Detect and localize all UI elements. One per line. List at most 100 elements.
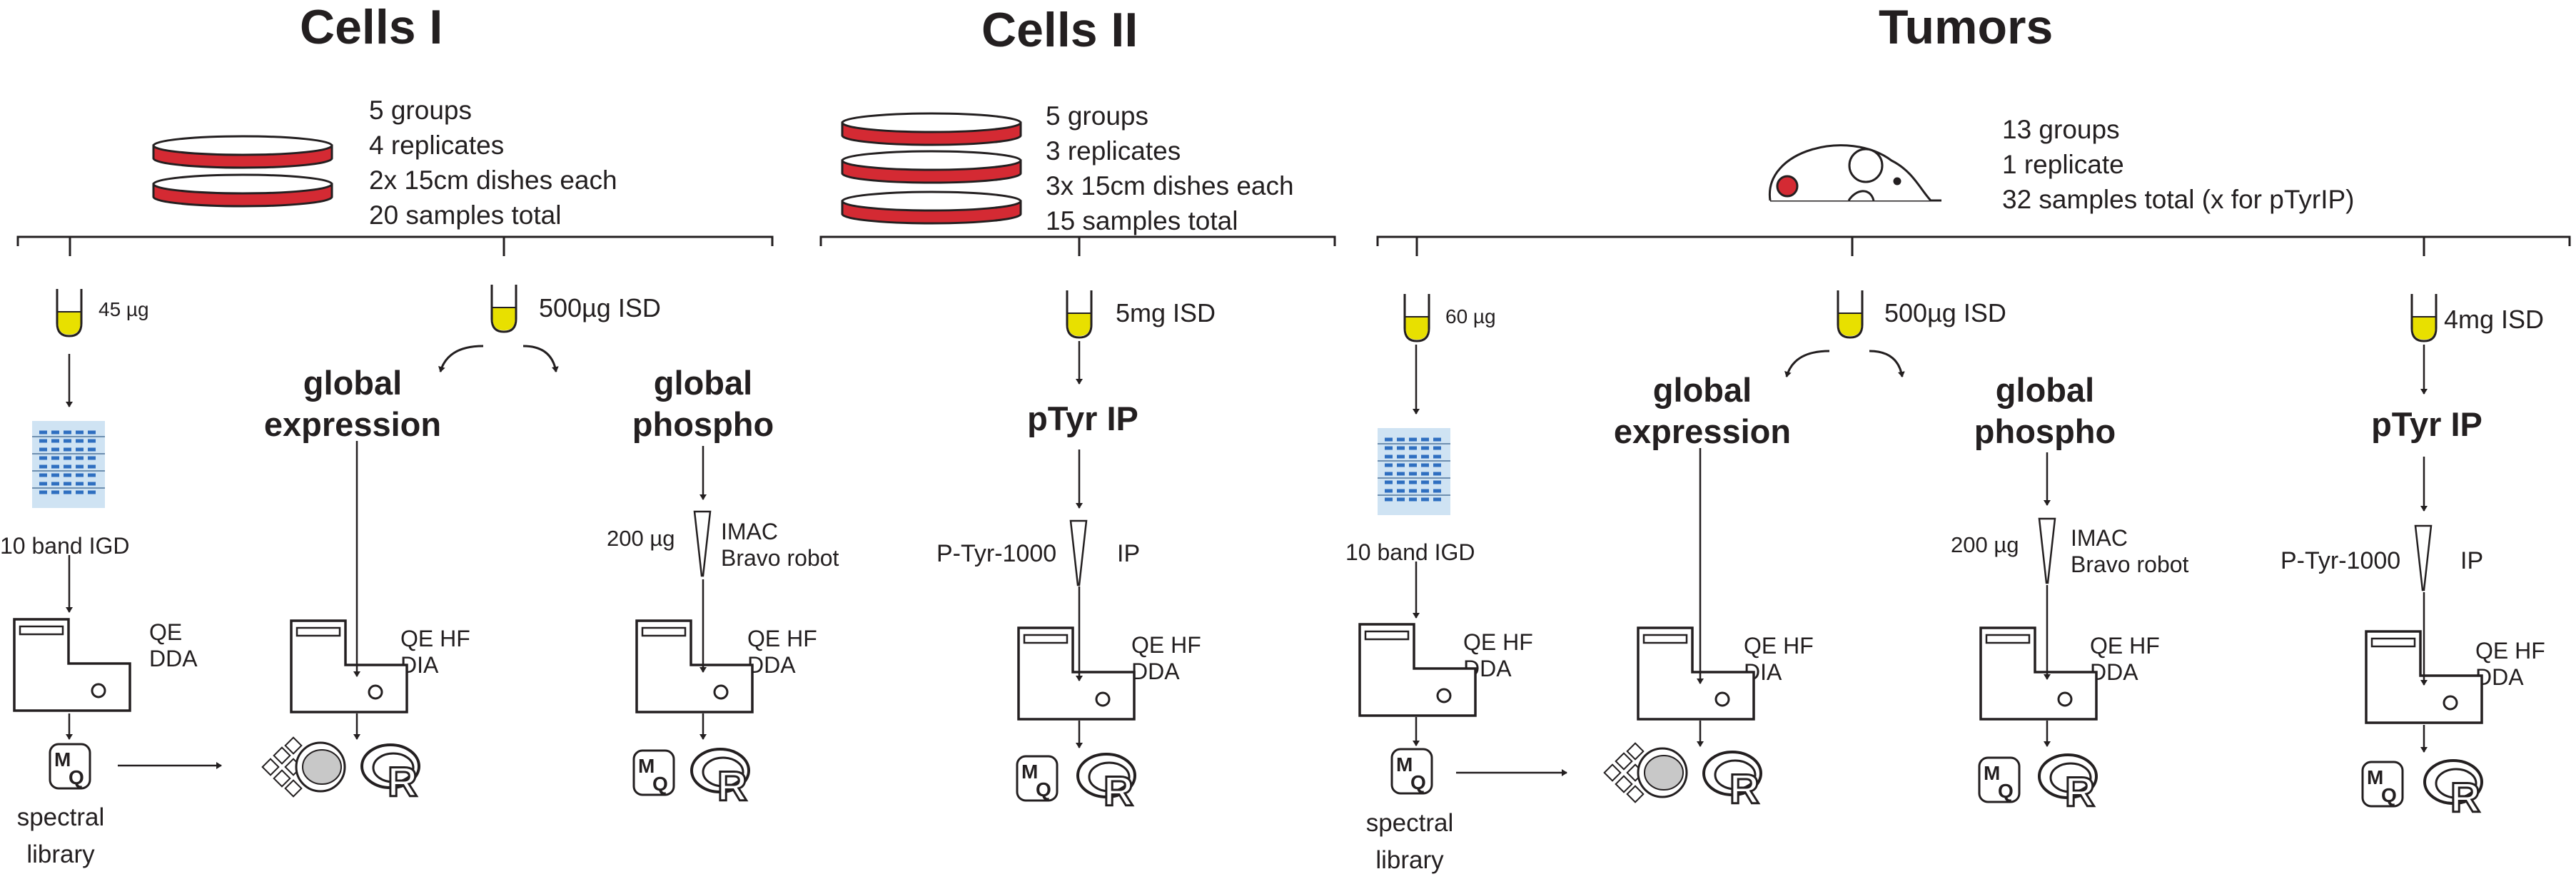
- cells-1-dishes: 2x 15cm dishes each: [369, 166, 617, 195]
- cells-1-samples: 20 samples total: [369, 200, 562, 230]
- cells-2-ms-label: QE HF DDA: [1131, 632, 1201, 685]
- cells-1-imac-amount: 200 µg: [607, 526, 675, 551]
- cells-1-imac-line-1: IMAC: [721, 519, 778, 544]
- cells-2-dish-stack: [841, 112, 1022, 225]
- cells-1-ms-phospho-line-1: QE HF: [747, 626, 817, 651]
- tumors-global-expression-line-2: expression: [1613, 412, 1792, 450]
- tumors-imac-label: IMAC Bravo robot: [2071, 525, 2188, 578]
- tumors-imac-amount: 200 µg: [1951, 532, 2019, 557]
- cells-2-r-icon: [1076, 753, 1136, 816]
- tumors-spectral-library-label: spectral library: [1349, 805, 1470, 879]
- tumors-ip-label: IP: [2460, 547, 2484, 574]
- tumors-ms-expression-line-1: QE HF: [1744, 633, 1814, 659]
- cells-2-samples: 15 samples total: [1046, 206, 1238, 235]
- tumors-ms-phospho-icon: [1979, 626, 2098, 721]
- cells-1-ms-gel-label: QE DDA: [149, 619, 198, 672]
- cells-2-dishes: 3x 15cm dishes each: [1046, 171, 1294, 200]
- tumors-global-phospho-label: global phospho: [1945, 370, 2145, 452]
- cells-1-imac-line-2: Bravo robot: [721, 545, 839, 571]
- cells-2-ip-label: IP: [1117, 540, 1141, 567]
- mouse-icon: [1769, 144, 1941, 202]
- cells-1-gel-tube-icon: [56, 288, 83, 337]
- tumors-ms-gel-icon: [1358, 623, 1477, 717]
- cells-2-maxquant-icon: [1016, 755, 1059, 802]
- cells-1-ms-expression-line-1: QE HF: [400, 626, 470, 651]
- section-title-cells-1: Cells I: [300, 0, 443, 54]
- cells-1-groups: 5 groups: [369, 96, 472, 125]
- tumors-spectral-library-line-2: library: [1375, 846, 1444, 874]
- tumors-gel-tube-icon: [1403, 293, 1430, 342]
- cells-1-global-phospho-line-2: phospho: [632, 405, 774, 443]
- cells-2-tube-icon: [1066, 289, 1093, 339]
- cells-1-ms-phospho-icon: [635, 619, 754, 713]
- tumors-gel-label: 10 band IGD: [1345, 539, 1475, 565]
- tumors-ptyr-ip-label: pTyr IP: [2371, 405, 2482, 443]
- tumors-ms-ip-line-2: DDA: [2475, 664, 2524, 690]
- cells-1-spectral-library-label: spectral library: [0, 799, 121, 873]
- cells-2-antibody-label: P-Tyr-1000: [936, 540, 1057, 567]
- cells-1-imac-tip-icon: [693, 510, 712, 577]
- tumors-global-phospho-line-1: global: [1995, 371, 2095, 409]
- tumors-ip-tube-icon: [2410, 293, 2438, 342]
- tumors-experiment-info: 13 groups 1 replicate 32 samples total (…: [2002, 112, 2355, 217]
- cells-2-experiment-info: 5 groups 3 replicates 3x 15cm dishes eac…: [1046, 98, 1294, 238]
- cells-1-gel-icon: [32, 421, 105, 508]
- tumors-phospho-maxquant-icon: [1978, 756, 2021, 803]
- tumors-ip-r-icon: [2423, 759, 2483, 823]
- tumors-groups: 13 groups: [2002, 115, 2120, 144]
- tumors-ms-phospho-line-2: DDA: [2090, 659, 2138, 685]
- cells-1-dish-stack: [152, 135, 333, 208]
- tumors-ms-phospho-line-1: QE HF: [2090, 633, 2160, 659]
- section-title-tumors: Tumors: [1879, 0, 2054, 54]
- cells-1-experiment-info: 5 groups 4 replicates 2x 15cm dishes eac…: [369, 93, 617, 233]
- cells-1-ms-phospho-label: QE HF DDA: [747, 626, 817, 679]
- tumors-phospho-r-icon: [2038, 753, 2098, 817]
- cells-1-isd-tube-icon: [490, 283, 517, 333]
- cells-1-replicates: 4 replicates: [369, 131, 505, 160]
- tumors-global-expression-line-1: global: [1652, 371, 1752, 409]
- tumors-global-expression-label: global expression: [1602, 370, 1802, 452]
- cells-1-ms-phospho-line-2: DDA: [747, 652, 796, 678]
- tumors-samples: 32 samples total (x for pTyrIP): [2002, 185, 2355, 214]
- cells-1-spectral-library-line-2: library: [26, 840, 95, 868]
- tumors-ms-ip-label: QE HF DDA: [2475, 638, 2545, 691]
- section-title-cells-2: Cells II: [981, 3, 1138, 57]
- cells-1-gel-label: 10 band IGD: [0, 533, 130, 559]
- cells-1-phospho-maxquant-icon: [632, 749, 675, 796]
- cells-2-amount-isd: 5mg ISD: [1116, 298, 1216, 327]
- tumors-amount-ip: 4mg ISD: [2444, 305, 2545, 334]
- cells-1-global-expression-label: global expression: [253, 362, 453, 445]
- tumors-antibody-label: P-Tyr-1000: [2280, 547, 2401, 574]
- cells-2-ms-line-1: QE HF: [1131, 632, 1201, 658]
- cells-1-ms-expression-label: QE HF DIA: [400, 626, 470, 679]
- tumors-amount-gel: 60 µg: [1445, 305, 1496, 327]
- cells-1-phospho-r-icon: [690, 748, 750, 811]
- cells-2-ptyr-ip-label: pTyr IP: [1027, 400, 1138, 437]
- cells-1-global-expression-line-2: expression: [263, 405, 442, 443]
- cells-1-split-arrow-icon: [440, 346, 556, 372]
- cells-1-spectral-library-line-1: spectral: [16, 803, 105, 831]
- cells-1-global-expression-line-1: global: [303, 364, 403, 402]
- tumors-imac-line-1: IMAC: [2071, 525, 2128, 551]
- cells-1-ms-gel-icon: [13, 618, 131, 712]
- tumors-maxquant-library-icon: [1390, 748, 1433, 795]
- tumors-expression-r-icon: [1702, 751, 1762, 814]
- cells-1-imac-label: IMAC Bravo robot: [721, 519, 839, 571]
- cells-1-global-phospho-line-1: global: [653, 364, 753, 402]
- tumors-global-phospho-line-2: phospho: [1974, 412, 2116, 450]
- tumors-isd-tube-icon: [1837, 289, 1864, 339]
- tumors-gel-icon: [1378, 428, 1450, 515]
- tumors-imac-tip-icon: [2038, 517, 2056, 584]
- tumors-ms-phospho-label: QE HF DDA: [2090, 633, 2160, 686]
- flow-arrows: [66, 341, 2428, 776]
- tumors-imac-line-2: Bravo robot: [2071, 552, 2189, 577]
- tumors-ip-tip-icon: [2414, 524, 2433, 591]
- section-brackets: [16, 235, 2571, 256]
- tumors-split-arrow-icon: [1787, 351, 1902, 377]
- cells-1-expression-r-icon: [360, 743, 420, 807]
- cells-1-ms-gel-line-1: QE: [149, 619, 183, 645]
- cells-2-ms-icon: [1017, 626, 1136, 721]
- cells-1-ms-expression-icon: [290, 619, 408, 713]
- cells-1-amount-gel: 45 µg: [99, 298, 149, 320]
